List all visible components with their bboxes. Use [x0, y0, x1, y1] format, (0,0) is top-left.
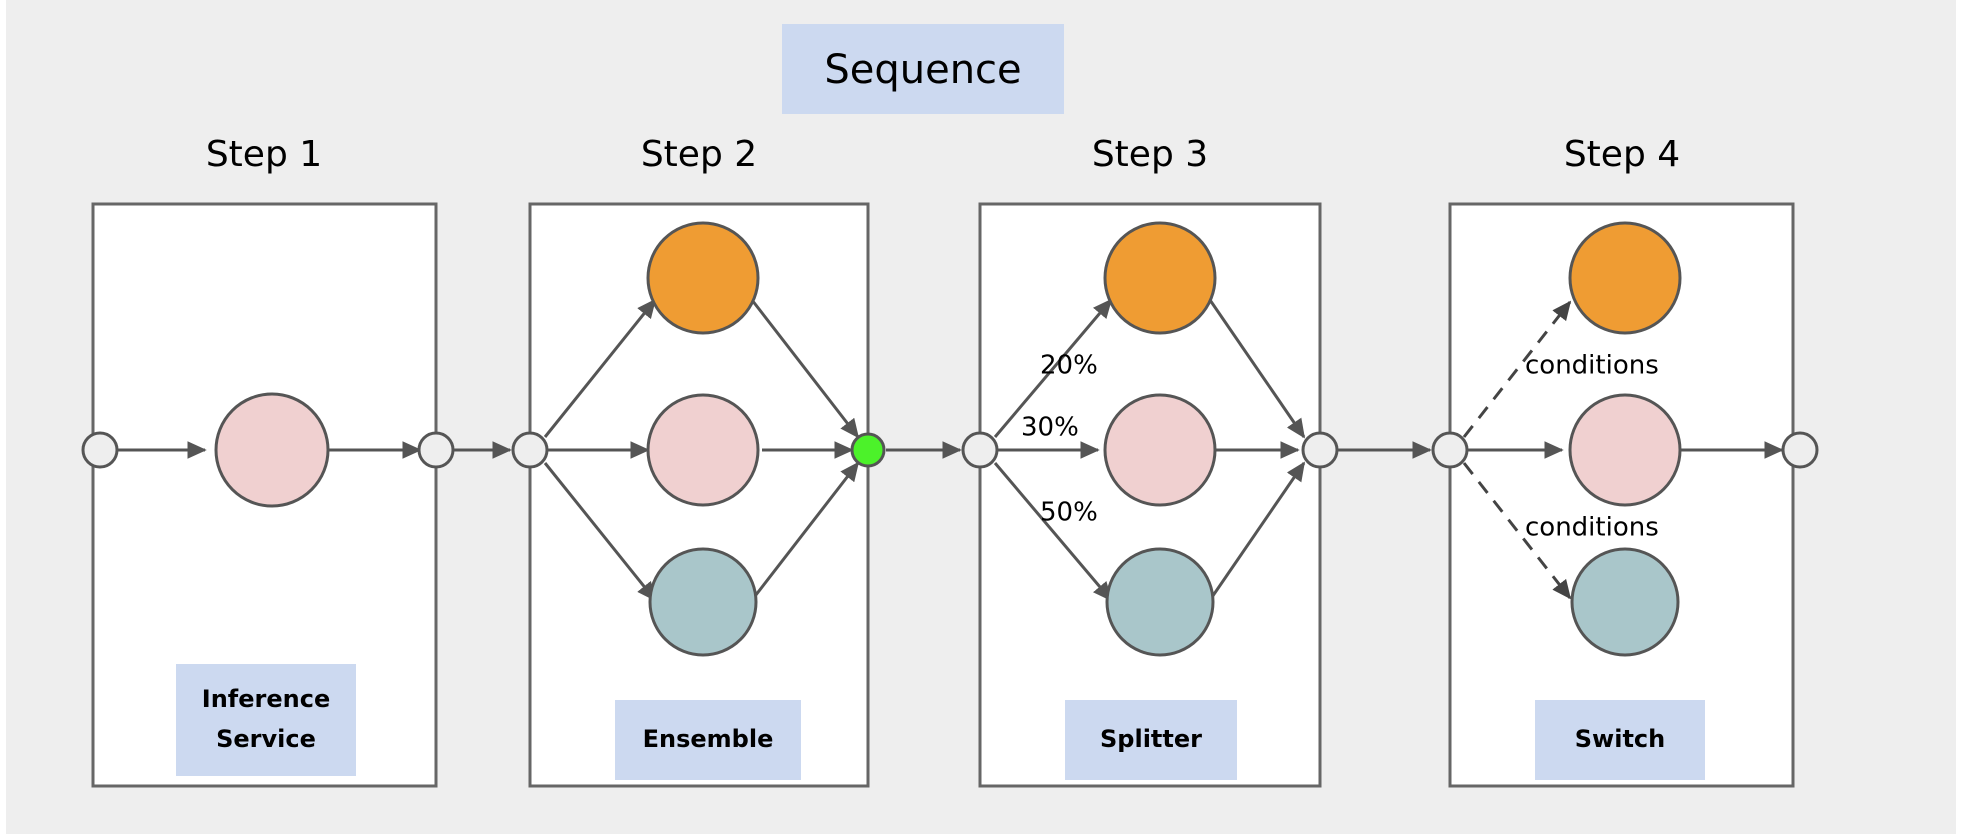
sequence-title-box	[782, 24, 1064, 114]
step3-edge-orange-to-join	[1208, 299, 1306, 439]
step1-exit-node[interactable]	[417, 431, 455, 469]
step3-join-node[interactable]	[1301, 431, 1339, 469]
step1-entry-node[interactable]	[81, 431, 119, 469]
step2-edge-entry-to-orange	[543, 298, 657, 438]
step2-model-node-pink[interactable]	[646, 393, 760, 507]
step-3-graph: 20% 30% 50% Splitter	[961, 221, 1339, 780]
step2-model-node-teal[interactable]	[648, 547, 758, 657]
step2-edge-orange-to-join	[750, 299, 860, 439]
step3-entry-node[interactable]	[961, 431, 999, 469]
step2-model-node-orange[interactable]	[646, 221, 760, 335]
step1-tag-label-line2: Service	[216, 725, 316, 753]
step1-tag-label-line1: Inference	[202, 685, 330, 713]
step2-tag-box	[615, 700, 801, 780]
step2-edge-teal-to-join	[750, 461, 860, 601]
sequence-title: Sequence	[782, 24, 1064, 114]
step-4-graph: conditions conditions Switch	[1431, 221, 1819, 780]
sequence-title-label: Sequence	[824, 47, 1021, 93]
step4-exit-node[interactable]	[1781, 431, 1819, 469]
step-title-3: Step 3	[1092, 134, 1208, 175]
step3-edge-label-top: 20%	[1040, 351, 1098, 381]
step4-edge-entry-to-orange	[1462, 300, 1572, 438]
step-2-graph: Ensemble	[511, 221, 886, 780]
step3-model-node-pink[interactable]	[1103, 393, 1217, 507]
step4-tag-label: Switch	[1575, 725, 1665, 753]
step4-model-node-pink[interactable]	[1568, 393, 1682, 507]
step-title-1: Step 1	[206, 134, 322, 175]
step3-tag-label: Splitter	[1100, 725, 1202, 753]
step2-entry-node[interactable]	[511, 431, 549, 469]
step4-edge-entry-to-teal	[1462, 462, 1572, 600]
step2-tag-label: Ensemble	[643, 725, 774, 753]
step3-model-node-orange[interactable]	[1103, 221, 1217, 335]
step-title-4: Step 4	[1564, 134, 1680, 175]
step3-edge-entry-to-teal	[993, 462, 1113, 602]
step4-model-node-teal[interactable]	[1570, 547, 1680, 657]
step4-edge-label-bottom: conditions	[1525, 513, 1659, 543]
step2-edge-entry-to-teal	[543, 462, 657, 602]
step4-tag-box	[1535, 700, 1705, 780]
step1-tag-box	[176, 664, 356, 776]
step4-edge-label-top: conditions	[1525, 351, 1659, 381]
step3-edge-teal-to-join	[1208, 461, 1306, 601]
step1-model-node[interactable]	[214, 392, 330, 508]
step4-model-node-orange[interactable]	[1568, 221, 1682, 335]
step-1-graph: Inference Service	[81, 392, 455, 776]
step3-tag-box	[1065, 700, 1237, 780]
step4-entry-node[interactable]	[1431, 431, 1469, 469]
step3-edge-label-bottom: 50%	[1040, 498, 1098, 528]
step3-model-node-teal[interactable]	[1105, 547, 1215, 657]
step3-edge-entry-to-orange	[993, 298, 1113, 438]
step2-join-node[interactable]	[850, 432, 886, 468]
step3-edge-label-mid: 30%	[1021, 413, 1079, 443]
step-title-2: Step 2	[641, 134, 757, 175]
